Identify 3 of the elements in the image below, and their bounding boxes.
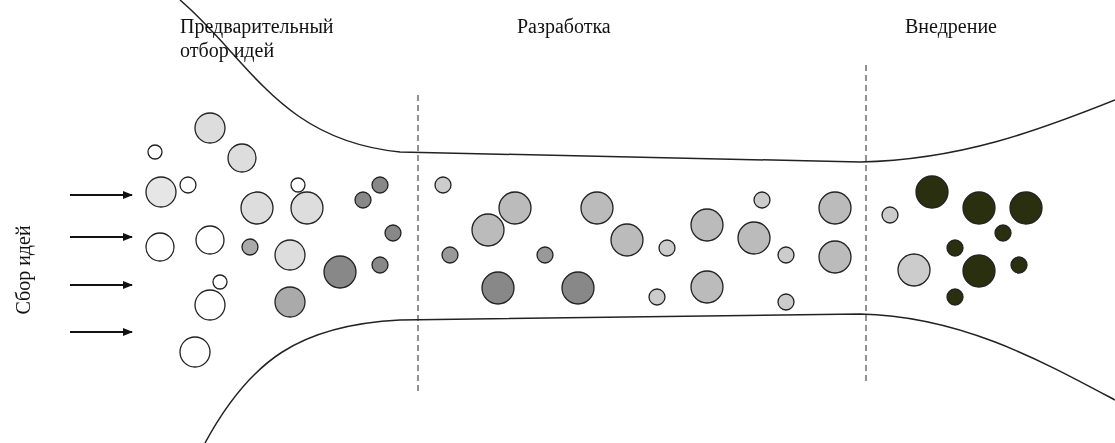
- stage-heading: Внедрение: [905, 14, 997, 38]
- side-label: Сбор идей: [10, 225, 35, 315]
- stage-heading: Разработка: [517, 14, 611, 38]
